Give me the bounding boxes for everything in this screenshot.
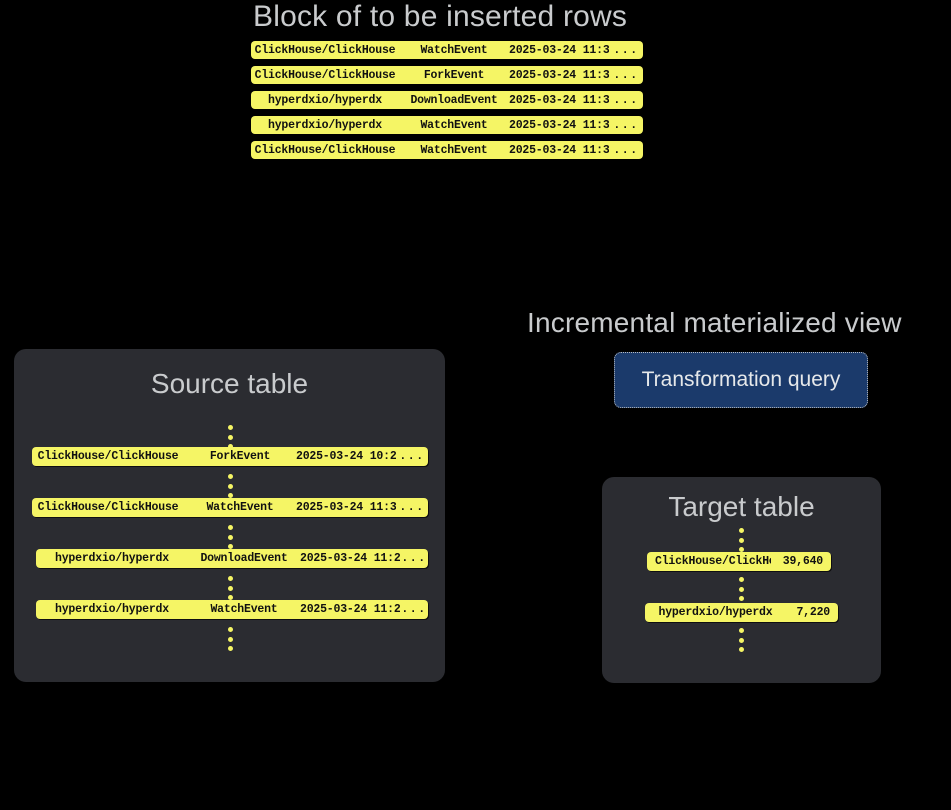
source-ellipsis-icon	[227, 425, 233, 449]
insert-row-timestamp: 2025-03-24 11:35:44	[509, 68, 609, 82]
insert-block-title: Block of to be inserted rows	[253, 0, 628, 33]
source-table-title: Source table	[150, 368, 309, 399]
insert-row-event: DownloadEvent	[410, 93, 498, 107]
insert-row: hyperdxio/hyperdx DownloadEvent 2025-03-…	[251, 91, 643, 109]
source-ellipsis-icon	[227, 474, 233, 498]
target-ellipsis-icon	[738, 528, 744, 552]
source-row-timestamp: 2025-03-24 11:28:32	[300, 603, 400, 616]
transformation-query-label: Transformation query	[641, 368, 841, 391]
source-ellipsis-icon	[227, 576, 233, 600]
insert-row-timestamp: 2025-03-24 11:35:48	[509, 93, 609, 107]
insert-row-timestamp: 2025-03-24 11:35:52	[509, 118, 609, 132]
source-row-more: ...	[399, 501, 425, 514]
source-table-row: ClickHouse/ClickHouse ForkEvent 2025-03-…	[32, 447, 428, 466]
source-row-timestamp: 2025-03-24 11:32:54	[296, 501, 396, 514]
source-ellipsis-icon	[227, 627, 233, 651]
target-row-repo: ClickHouse/ClickHouse	[655, 555, 771, 568]
source-row-event: ForkEvent	[209, 450, 271, 463]
insert-row-timestamp: 2025-03-24 11:35:40	[509, 43, 609, 57]
insert-row-more: ...	[613, 118, 639, 132]
insert-row-more: ...	[613, 68, 639, 82]
insert-row-more: ...	[613, 93, 639, 107]
insert-block-rows: ClickHouse/ClickHouse WatchEvent 2025-03…	[251, 41, 643, 161]
insert-row-repo: hyperdxio/hyperdx	[268, 93, 382, 107]
insert-row-repo: ClickHouse/ClickHouse	[254, 43, 396, 57]
source-row-event: DownloadEvent	[200, 552, 288, 565]
insert-row-event: WatchEvent	[420, 43, 488, 57]
insert-row-more: ...	[613, 43, 639, 57]
target-table-title: Target table	[668, 491, 815, 522]
source-row-timestamp: 2025-03-24 11:20:12	[300, 552, 400, 565]
source-row-more: ...	[401, 552, 427, 565]
insert-row-event: WatchEvent	[420, 143, 488, 157]
source-row-repo: hyperdxio/hyperdx	[55, 603, 169, 616]
source-row-repo: ClickHouse/ClickHouse	[37, 450, 179, 463]
source-table-row: ClickHouse/ClickHouse WatchEvent 2025-03…	[32, 498, 428, 517]
target-row-count: 7,220	[796, 606, 830, 619]
insert-row-event: WatchEvent	[420, 118, 488, 132]
source-row-repo: hyperdxio/hyperdx	[55, 552, 169, 565]
transformation-query-box[interactable]: Transformation query	[614, 352, 868, 408]
insert-row-more: ...	[613, 143, 639, 157]
target-row-count: 39,640	[782, 555, 823, 568]
target-table-row: ClickHouse/ClickHouse 39,640	[647, 552, 831, 571]
target-ellipsis-icon	[738, 577, 744, 601]
materialized-view-title: Incremental materialized view	[527, 307, 902, 338]
source-row-event: WatchEvent	[210, 603, 278, 616]
target-table-panel: Target table ClickHouse/ClickHouse 39,64…	[602, 477, 881, 683]
target-ellipsis-icon	[738, 628, 744, 652]
source-row-timestamp: 2025-03-24 10:25:00	[296, 450, 396, 463]
insert-row: ClickHouse/ClickHouse ForkEvent 2025-03-…	[251, 66, 643, 84]
source-row-repo: ClickHouse/ClickHouse	[37, 501, 179, 514]
source-ellipsis-icon	[227, 525, 233, 549]
source-table-panel: Source table ClickHouse/ClickHouse ForkE…	[14, 349, 445, 682]
insert-row-event: ForkEvent	[423, 68, 485, 82]
insert-row-repo: ClickHouse/ClickHouse	[254, 143, 396, 157]
insert-row-timestamp: 2025-03-24 11:35:54	[509, 143, 609, 157]
insert-row-repo: ClickHouse/ClickHouse	[254, 68, 396, 82]
insert-row: ClickHouse/ClickHouse WatchEvent 2025-03…	[251, 141, 643, 159]
source-row-more: ...	[401, 603, 427, 616]
source-row-event: WatchEvent	[206, 501, 274, 514]
insert-row: hyperdxio/hyperdx WatchEvent 2025-03-24 …	[251, 116, 643, 134]
target-row-repo: hyperdxio/hyperdx	[658, 606, 773, 619]
source-row-more: ...	[399, 450, 425, 463]
source-table-row: hyperdxio/hyperdx WatchEvent 2025-03-24 …	[36, 600, 428, 619]
insert-row: ClickHouse/ClickHouse WatchEvent 2025-03…	[251, 41, 643, 59]
target-table-row: hyperdxio/hyperdx 7,220	[645, 603, 838, 622]
source-table-row: hyperdxio/hyperdx DownloadEvent 2025-03-…	[36, 549, 428, 568]
insert-row-repo: hyperdxio/hyperdx	[268, 118, 382, 132]
